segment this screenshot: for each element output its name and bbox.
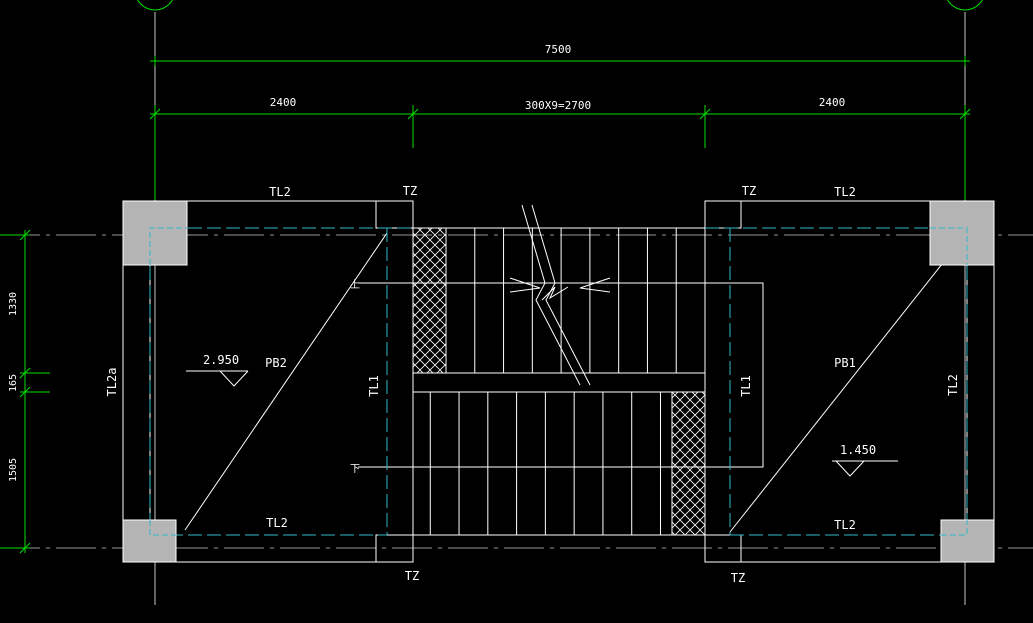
axis-bubbles: [137, 0, 983, 11]
label-tz-bottom-right: TZ: [731, 571, 745, 585]
dim-total: 7500: [545, 43, 572, 56]
break-symbol: [541, 286, 569, 301]
column-bottom-right: [940, 519, 995, 563]
hatch-block-lower: [671, 391, 706, 536]
label-tl2-right: TL2: [946, 374, 960, 396]
label-tz-top-right: TZ: [742, 184, 756, 198]
right-landing-outline: [704, 200, 995, 563]
handrail: [358, 282, 764, 468]
hatch-block-upper: [412, 227, 447, 374]
column-top-right: [929, 200, 995, 266]
label-tl1-right: TL1: [739, 375, 753, 397]
pb2-diagonal: [184, 232, 388, 531]
columns: [122, 200, 995, 563]
dim-vertical-bottom: 1505: [8, 458, 19, 482]
label-tl2-top-left: TL2: [269, 185, 291, 199]
label-arrow-down: 下: [350, 464, 360, 475]
column-top-left: [122, 200, 188, 266]
dim-vertical-mid: 165: [8, 374, 19, 392]
axis-bubble-left: [137, 0, 173, 11]
lower-flight-treads: [429, 392, 661, 535]
structure-outline: [122, 200, 995, 563]
hidden-beam-lines: [149, 227, 968, 536]
top-dimensions: [149, 56, 971, 200]
label-arrow-up: 上: [350, 279, 360, 291]
label-elevation-left: 2.950: [203, 353, 239, 367]
label-pb2: PB2: [265, 356, 287, 370]
axis-bubble-right: [947, 0, 983, 11]
label-tl2-bottom-left: TL2: [266, 516, 288, 530]
label-tl2-bottom-right: TL2: [834, 518, 856, 532]
label-tl2a-left: TL2a: [105, 368, 119, 397]
column-bottom-left: [122, 519, 177, 563]
tz-post-top-right: [704, 200, 742, 229]
break-line-a: [521, 204, 581, 386]
tz-post-top-left: [375, 200, 414, 229]
dim-left-span: 2400: [270, 96, 297, 109]
dim-vertical-top: 1330: [8, 292, 19, 316]
pb1-diagonal: [729, 234, 966, 533]
label-pb1: PB1: [834, 356, 856, 370]
dim-right-span: 2400: [819, 96, 846, 109]
label-elevation-right: 1.450: [840, 443, 876, 457]
tz-post-bottom-left: [375, 534, 414, 563]
dim-middle-span: 300X9=2700: [525, 99, 591, 112]
tz-post-bottom-right: [704, 534, 742, 563]
elevation-symbol-left: [219, 370, 249, 387]
label-tz-top-left: TZ: [403, 184, 417, 198]
label-tl1-left: TL1: [367, 375, 381, 397]
label-tl2-top-right: TL2: [834, 185, 856, 199]
left-landing-outline: [122, 200, 414, 563]
elevation-symbol-right: [835, 460, 865, 477]
upper-flight-treads: [474, 228, 706, 373]
left-dimensions: [0, 229, 50, 554]
label-tz-bottom-left: TZ: [405, 569, 419, 583]
